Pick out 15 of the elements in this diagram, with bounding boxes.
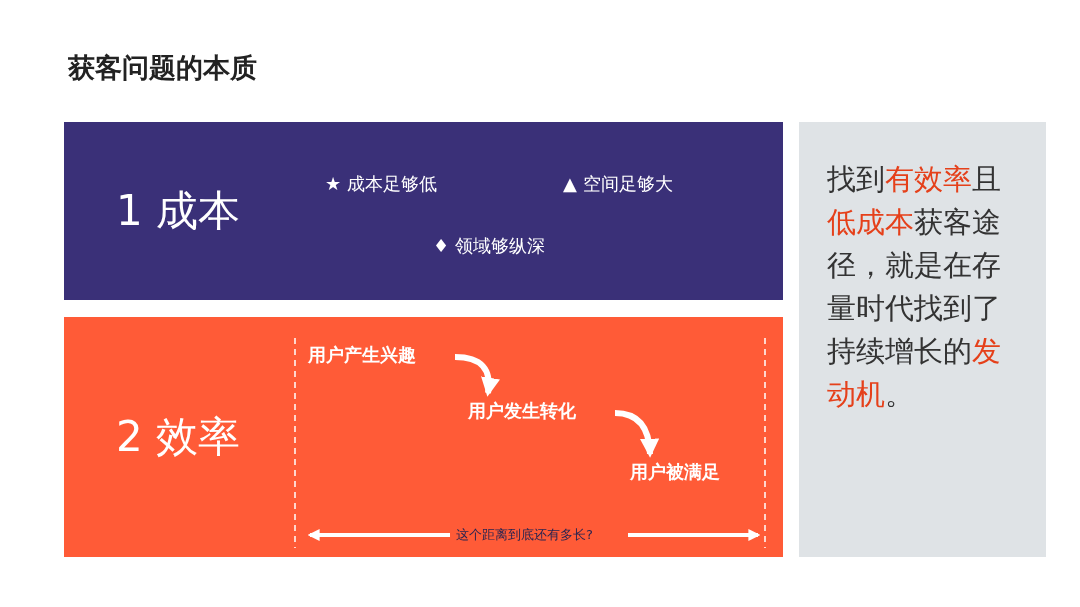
- summary-text: 找到有效率且低成本获客途径，就是在存量时代找到了持续增长的发动机。: [827, 161, 1002, 413]
- panel-heading: 2 效率: [116, 411, 241, 463]
- bullet-text: ★ 成本足够低: [325, 172, 437, 196]
- bullet-text: ▲ 空间足够大: [563, 172, 673, 196]
- slide-title: 获客问题的本质: [68, 51, 257, 85]
- summary-panel: [799, 122, 1046, 557]
- bullet-text: ♦ 领域够纵深: [433, 234, 545, 258]
- step-text: 用户产生兴趣: [308, 343, 453, 369]
- curved-arrow: [454, 354, 500, 397]
- cost-panel: [64, 122, 783, 300]
- step-text: 用户发生转化: [468, 399, 613, 425]
- step-text: 用户被满足: [630, 460, 752, 486]
- panel-heading: 1 成本: [116, 185, 241, 237]
- efficiency-panel: [64, 317, 783, 557]
- dimension-label: 这个距离到底还有多长?: [456, 526, 593, 544]
